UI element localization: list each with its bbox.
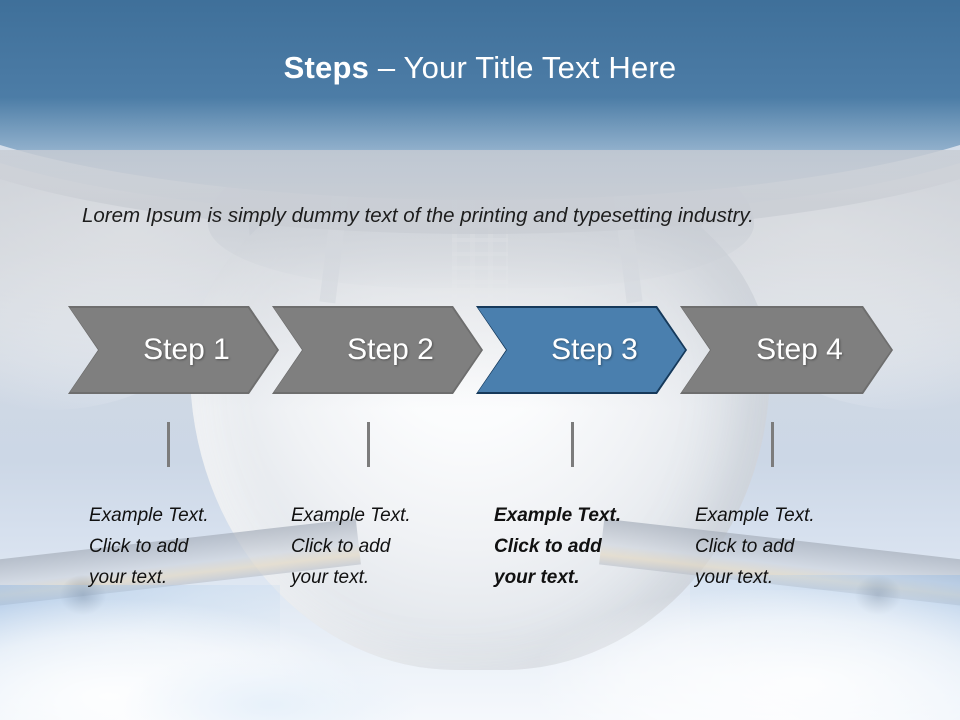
background-photo-cloud-right: [540, 590, 960, 720]
page-title-bold: Steps: [283, 50, 370, 85]
caption-step-2[interactable]: Example Text. Click to add your text.: [291, 505, 411, 588]
chevron-step-3-label: Step 3: [551, 333, 638, 366]
body-paragraph: Lorem Ipsum is simply dummy text of the …: [82, 204, 754, 227]
page-title: Steps – Your Title Text Here: [0, 50, 960, 86]
chevron-step-2-label: Step 2: [347, 333, 434, 366]
chevron-step-3[interactable]: Step 3: [476, 306, 687, 394]
chevron-step-4-label: Step 4: [756, 333, 843, 366]
caption-step-1[interactable]: Example Text. Click to add your text.: [89, 505, 209, 588]
connector-tick-4: [771, 422, 774, 467]
caption-step-4[interactable]: Example Text. Click to add your text.: [695, 505, 815, 588]
chevron-step-4[interactable]: Step 4: [680, 306, 893, 394]
connector-tick-2: [367, 422, 370, 467]
caption-step-3[interactable]: Example Text. Click to add your text.: [494, 505, 622, 588]
background-photo-cloud-center: [120, 650, 420, 720]
chevron-step-1[interactable]: Step 1: [68, 306, 279, 394]
connector-tick-1: [167, 422, 170, 467]
process-chevron-row: Step 1 Step 2 Step 3 Step 4: [0, 306, 960, 396]
chevron-step-2[interactable]: Step 2: [272, 306, 483, 394]
page-title-rest: – Your Title Text Here: [369, 50, 677, 85]
connector-tick-3: [571, 422, 574, 467]
chevron-step-1-label: Step 1: [143, 333, 230, 366]
